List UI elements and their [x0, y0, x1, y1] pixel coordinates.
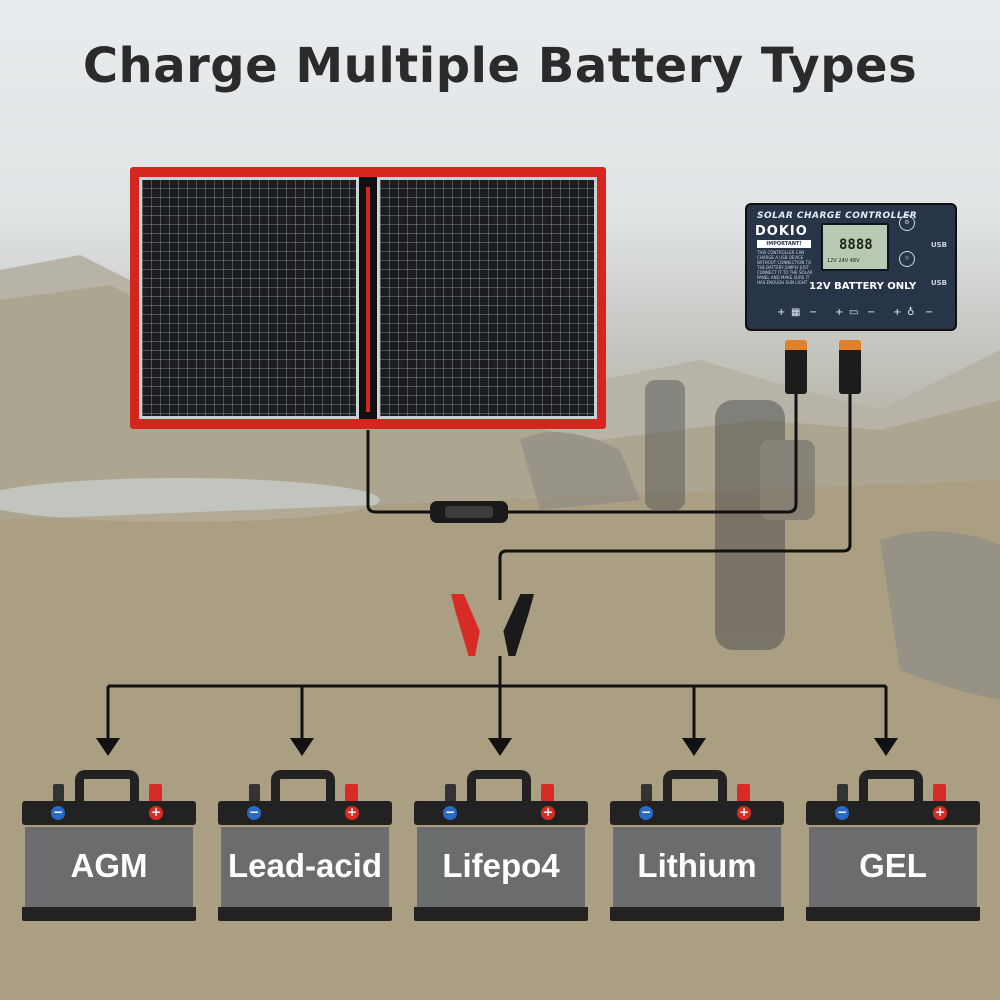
- controller-setting-icon: ⚙: [899, 215, 915, 231]
- battery-base: [414, 907, 588, 921]
- minus-icon: −: [51, 805, 65, 820]
- negative-terminal-post: [445, 784, 456, 802]
- negative-terminal-post: [249, 784, 260, 802]
- battery-lid: [414, 801, 588, 825]
- load-minus-sign: −: [925, 307, 934, 318]
- positive-terminal-post: [541, 784, 554, 802]
- battery-handle: [663, 770, 727, 806]
- solar-panel-left-half: [139, 177, 359, 419]
- battery-gel: − + GEL: [806, 770, 980, 922]
- positive-terminal-post: [737, 784, 750, 802]
- controller-connector-pv: [785, 340, 807, 394]
- solar-panel: [130, 167, 606, 429]
- hiker-figures: [645, 380, 815, 650]
- page-title: Charge Multiple Battery Types: [82, 38, 918, 94]
- battery-lifepo4: − + Lifepo4: [414, 770, 588, 922]
- plus-icon: +: [541, 805, 555, 820]
- battery-base: [22, 907, 196, 921]
- positive-terminal-post: [149, 784, 162, 802]
- controller-brand-logo: DOKIO: [755, 224, 808, 239]
- plus-icon: +: [345, 805, 359, 820]
- positive-terminal-post: [345, 784, 358, 802]
- controller-header: SOLAR CHARGE CONTROLLER: [757, 211, 918, 221]
- lcd-voltage-options: 12V 24V 48V: [827, 258, 860, 264]
- battery-minus-sign: −: [867, 307, 876, 318]
- controller-lcd-screen: 8888 12V 24V 48V: [821, 223, 889, 271]
- solar-panel-right-half: [377, 177, 597, 419]
- panel-wire: [366, 430, 432, 514]
- battery-base: [610, 907, 784, 921]
- battery-plus-sign: +: [835, 307, 844, 318]
- battery-lid: [806, 801, 980, 825]
- arrow-lead-acid: [290, 738, 314, 756]
- usb-port-1-label: USB: [930, 241, 947, 249]
- negative-terminal-post: [641, 784, 652, 802]
- plus-icon: +: [737, 805, 751, 820]
- solar-panel-cable: [366, 187, 370, 412]
- controller-important-label: IMPORTANT!: [757, 240, 811, 248]
- controller-terminal-row: + ▦ − + ▭ − + ♁ −: [747, 303, 955, 323]
- battery-body: [221, 827, 389, 907]
- negative-terminal-post: [53, 784, 64, 802]
- solar-panel-icon: ▦: [791, 307, 801, 318]
- battery-lithium: − + Lithium: [610, 770, 784, 922]
- battery-base: [218, 907, 392, 921]
- plus-icon: +: [149, 805, 163, 820]
- battery-lid: [610, 801, 784, 825]
- battery-body: [613, 827, 781, 907]
- solar-charge-controller: SOLAR CHARGE CONTROLLER DOKIO IMPORTANT!…: [745, 203, 957, 331]
- battery-body: [417, 827, 585, 907]
- battery-lead-acid: − + Lead-acid: [218, 770, 392, 922]
- controller-connector-battery: [839, 340, 861, 394]
- battery-lid: [218, 801, 392, 825]
- battery-icon: ▭: [849, 307, 859, 318]
- controller-panel-wire: [505, 385, 798, 514]
- battery-body: [25, 827, 193, 907]
- battery-handle: [467, 770, 531, 806]
- battery-label: Lifepo4: [442, 847, 560, 884]
- battery-lid: [22, 801, 196, 825]
- load-plus-sign: +: [893, 307, 902, 318]
- pv-plus-sign: +: [777, 307, 786, 318]
- minus-icon: −: [247, 805, 261, 820]
- battery-base: [806, 907, 980, 921]
- battery-label: Lead-acid: [227, 847, 383, 884]
- battery-label: GEL: [859, 847, 927, 884]
- battery-label: AGM: [70, 847, 148, 884]
- lcd-digits: 8888: [839, 237, 873, 253]
- controller-battery-wire: [498, 385, 852, 600]
- usb-port-2-label: USB: [930, 279, 947, 287]
- arrow-gel: [874, 738, 898, 756]
- minus-icon: −: [835, 805, 849, 820]
- pv-minus-sign: −: [809, 307, 818, 318]
- battery-handle: [271, 770, 335, 806]
- battery-label: Lithium: [637, 847, 757, 884]
- controller-battery-only-label: 12V BATTERY ONLY: [809, 281, 917, 292]
- plus-icon: +: [933, 805, 947, 820]
- positive-terminal-post: [933, 784, 946, 802]
- arrow-lithium: [682, 738, 706, 756]
- battery-body: [809, 827, 977, 907]
- light-bulb-icon: ♁: [907, 307, 915, 318]
- negative-terminal-post: [837, 784, 848, 802]
- controller-note: THIS CONTROLLER CAN CHARGE A USB DEVICE …: [757, 250, 813, 285]
- battery-agm: − + AGM: [22, 770, 196, 922]
- arrow-lifepo4: [488, 738, 512, 756]
- minus-icon: −: [639, 805, 653, 820]
- minus-icon: −: [443, 805, 457, 820]
- arrow-agm: [96, 738, 120, 756]
- battery-handle: [75, 770, 139, 806]
- battery-handle: [859, 770, 923, 806]
- controller-bulb-icon: ☼: [899, 251, 915, 267]
